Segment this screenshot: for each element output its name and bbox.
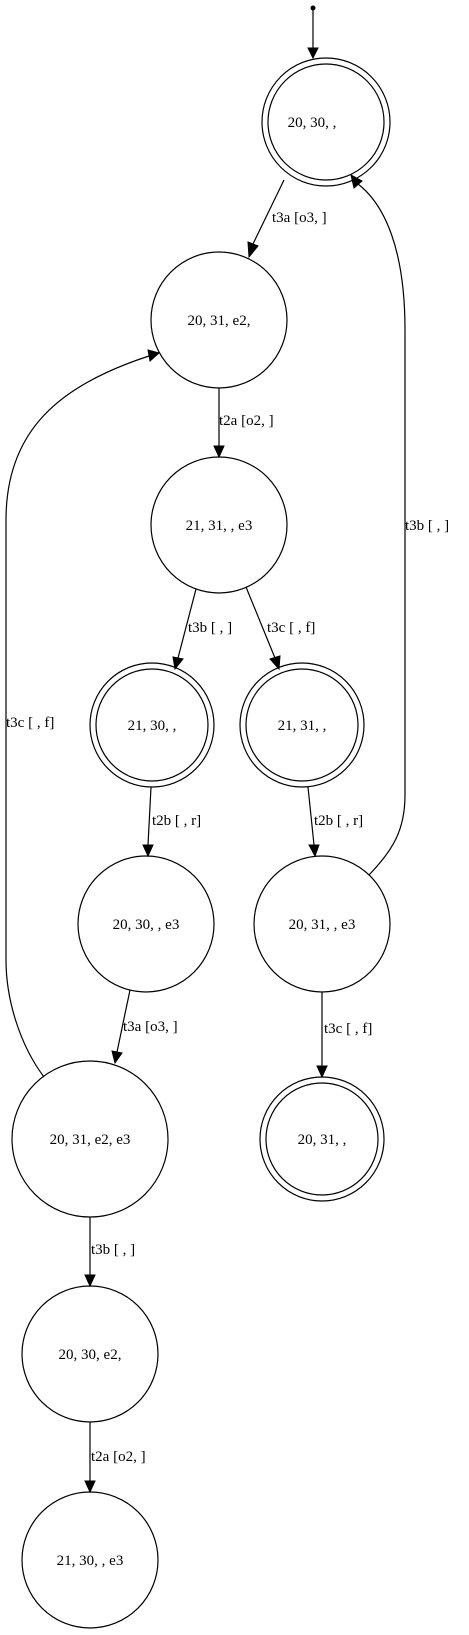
transition-s0-s1-label: t3a [o3, ] — [272, 210, 327, 226]
transition-s2-s4-label: t3c [ , f] — [267, 620, 315, 636]
transition-s7-s9[interactable]: t3b [ , ] — [84, 1217, 135, 1288]
transition-s5-s7-label: t3a [o3, ] — [123, 1019, 178, 1035]
transition-s4-s6-label: t2b [ , r] — [314, 813, 363, 829]
transition-s6-s0-label: t3b [ , ] — [405, 518, 449, 534]
transition-s2-s4[interactable]: t3c [ , f] — [245, 586, 315, 671]
state-s8[interactable]: 20, 31, , — [259, 1076, 385, 1202]
state-s10-label: 21, 30, , e3 — [57, 1553, 124, 1569]
state-s6[interactable]: 20, 31, , e3 — [253, 855, 391, 993]
state-s7-label: 20, 31, e2, e3 — [50, 1132, 131, 1148]
transition-s4-s6[interactable]: t2b [ , r] — [307, 786, 363, 858]
transition-s6-s8[interactable]: t3c [ , f] — [316, 992, 372, 1079]
transition-s1-s2-label: t2a [o2, ] — [219, 413, 274, 429]
state-s1-label: 20, 31, e2, — [188, 313, 251, 329]
state-s4-label: 21, 31, , — [278, 718, 327, 734]
state-s1[interactable]: 20, 31, e2, — [150, 251, 288, 389]
transition-s0-s1[interactable]: t3a [o3, ] — [247, 179, 327, 259]
state-s8-label: 20, 31, , — [298, 1132, 347, 1148]
transition-s7-s1[interactable]: t3c [ , f] — [5, 349, 161, 1078]
state-s5-label: 20, 30, , e3 — [113, 917, 180, 933]
transition-s3-s5-label: t2b [ , r] — [152, 813, 201, 829]
transition-s9-s10-label: t2a [o2, ] — [91, 1449, 146, 1465]
state-s9-label: 20, 30, e2, — [59, 1347, 122, 1363]
state-s9[interactable]: 20, 30, e2, — [21, 1285, 159, 1423]
state-s2-label: 21, 31, , e3 — [186, 518, 253, 534]
transition-s1-s2[interactable]: t2a [o2, ] — [213, 388, 274, 459]
transition-s7-s1-label: t3c [ , f] — [6, 715, 54, 731]
transition-s6-s8-label: t3c [ , f] — [324, 1021, 372, 1037]
transition-s2-s3[interactable]: t3b [ , ] — [172, 588, 232, 671]
state-s0[interactable]: 20, 30, , — [261, 57, 391, 187]
transition-s7-s9-label: t3b [ , ] — [91, 1242, 135, 1258]
state-s3-label: 21, 30, , — [128, 718, 177, 734]
transition-s3-s5[interactable]: t2b [ , r] — [142, 786, 201, 858]
initial-arrow — [307, 5, 319, 60]
transition-s9-s10[interactable]: t2a [o2, ] — [84, 1422, 146, 1494]
state-s0-label: 20, 30, , — [288, 115, 337, 131]
state-s3[interactable]: 21, 30, , — [89, 662, 215, 788]
state-s5[interactable]: 20, 30, , e3 — [77, 855, 215, 993]
state-s10[interactable]: 21, 30, , e3 — [21, 1491, 159, 1629]
transition-s6-s0[interactable]: t3b [ , ] — [350, 174, 449, 876]
state-s6-label: 20, 31, , e3 — [289, 917, 356, 933]
state-s4[interactable]: 21, 31, , — [239, 662, 365, 788]
transition-s2-s3-label: t3b [ , ] — [188, 620, 232, 636]
state-s7[interactable]: 20, 31, e2, e3 — [11, 1060, 169, 1218]
transition-s5-s7[interactable]: t3a [o3, ] — [111, 989, 178, 1065]
state-s2[interactable]: 21, 31, , e3 — [150, 456, 288, 594]
